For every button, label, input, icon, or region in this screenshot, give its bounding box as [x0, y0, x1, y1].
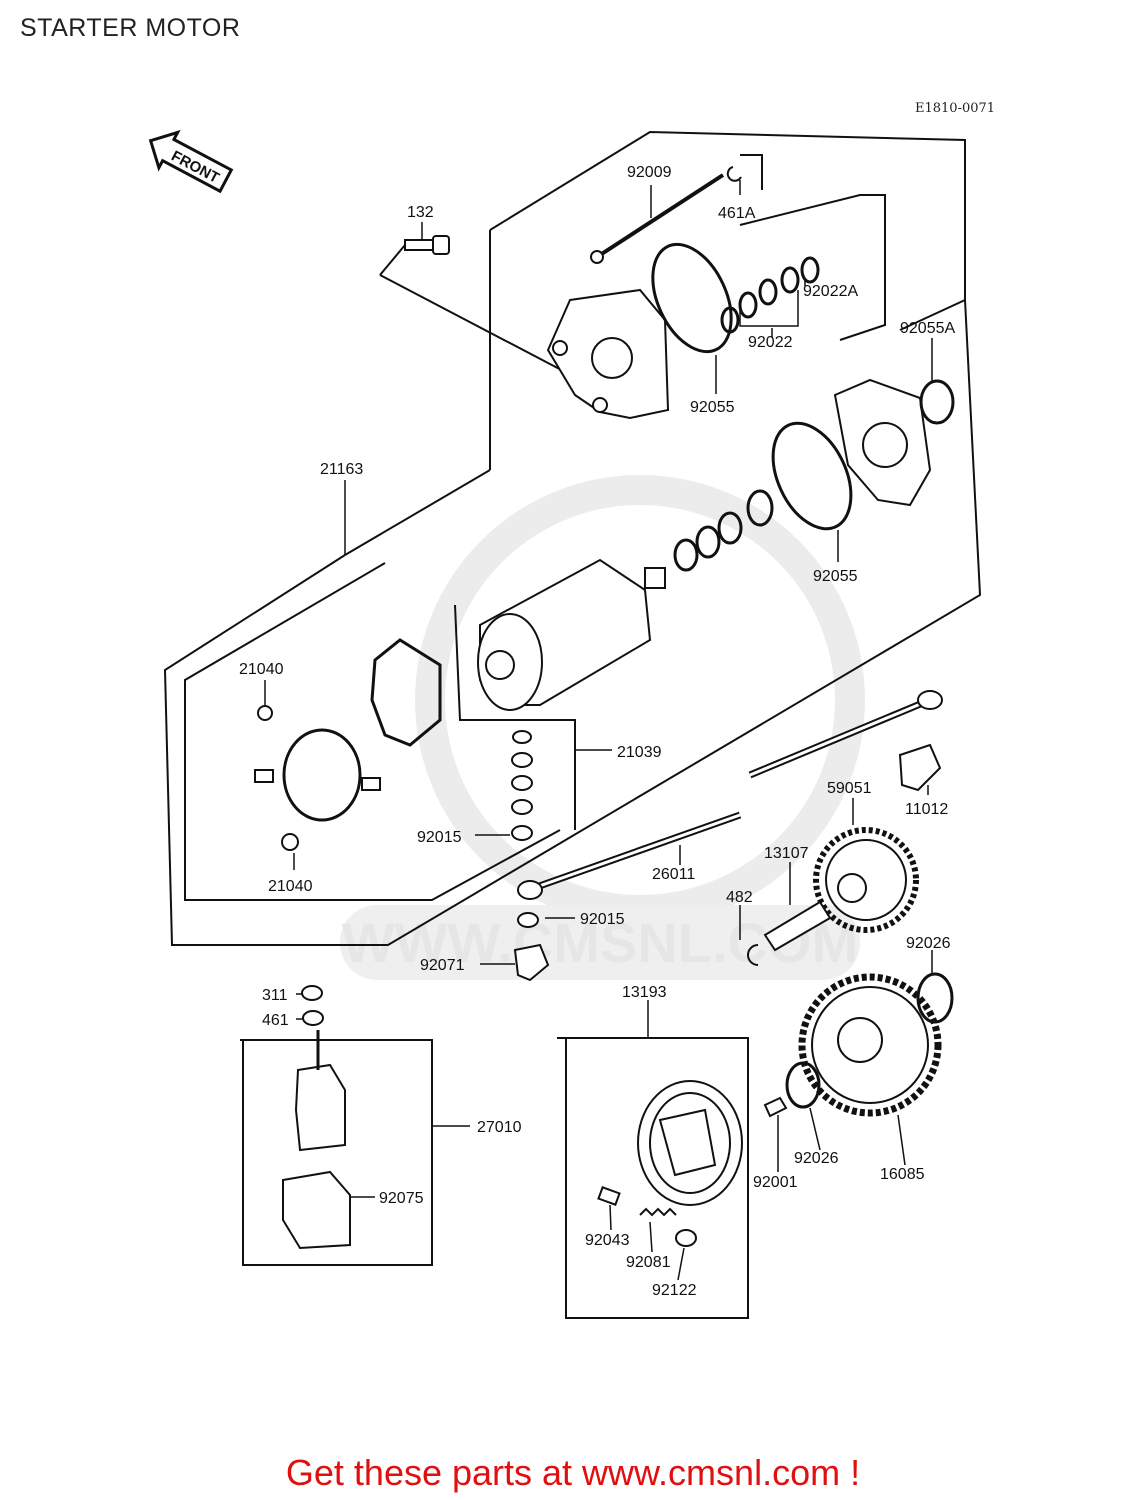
part-label: 92075 [379, 1190, 424, 1207]
page-title: STARTER MOTOR [20, 14, 241, 42]
part-label: 482 [726, 889, 753, 906]
diagram-code: E1810-0071 [915, 101, 995, 116]
part-label: 27010 [477, 1119, 522, 1136]
part-label: 21039 [617, 744, 662, 761]
part-label: 92026 [794, 1150, 839, 1167]
part-label: 132 [407, 204, 434, 221]
part-label: 92055 [813, 568, 858, 585]
part-label: 59051 [827, 780, 872, 797]
part-label: 92055A [900, 320, 955, 337]
part-labels: 92009 461A 132 92022A 92022 92055A 92055… [239, 164, 955, 1299]
part-label: 13193 [622, 984, 667, 1001]
part-label: 92071 [420, 957, 465, 974]
part-label: 92081 [626, 1254, 671, 1271]
part-label: 461A [718, 205, 756, 222]
part-label: 92043 [585, 1232, 630, 1249]
part-label: 21040 [268, 878, 313, 895]
part-label: 92015 [417, 829, 462, 846]
part-label: 21040 [239, 661, 284, 678]
front-arrow-icon: FRONT [148, 129, 234, 194]
part-label: 16085 [880, 1166, 925, 1183]
part-label: 21163 [320, 461, 363, 478]
part-label: 92122 [652, 1282, 697, 1299]
part-label: 13107 [764, 845, 809, 862]
part-label: 92022A [803, 283, 858, 300]
part-label: 92022 [748, 334, 793, 351]
part-label: 461 [262, 1012, 289, 1029]
part-label: 92026 [906, 935, 951, 952]
part-drawings [254, 166, 955, 1250]
leader-lines [264, 180, 933, 1281]
part-label: 311 [262, 987, 288, 1004]
part-label: 92015 [580, 911, 625, 928]
part-label: 92055 [690, 399, 735, 416]
assembly-frame-lines [163, 130, 982, 1319]
footer-link[interactable]: Get these parts at www.cmsnl.com ! [285, 1452, 861, 1493]
part-label: 92009 [627, 164, 672, 181]
part-label: 26011 [652, 866, 695, 883]
part-label: 11012 [905, 801, 948, 818]
part-label: 92001 [753, 1174, 798, 1191]
